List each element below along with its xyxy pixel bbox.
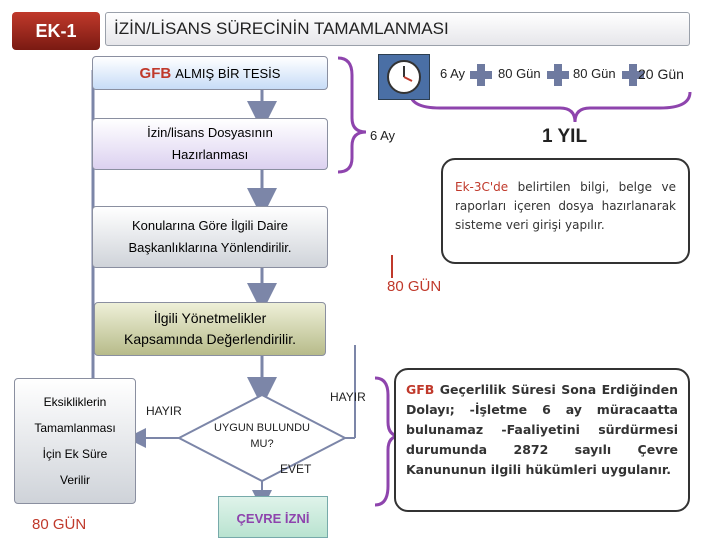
left-box-line1: Eksikliklerin — [43, 395, 107, 409]
info-box-expiry: GFB Geçerlilik Süresi Sona Erdiğinden Do… — [394, 368, 690, 512]
info-bottom-prefix: GFB — [406, 382, 435, 397]
six-month-label-top: 6 Ay — [440, 66, 466, 81]
one-year-brace — [408, 91, 692, 123]
ek-badge: EK-1 — [12, 12, 100, 50]
six-month-label-mid: 6 Ay — [370, 128, 396, 143]
hayir-left-label: HAYIR — [146, 404, 182, 418]
step-evaluation: İlgili Yönetmelikler Kapsamında Değerlen… — [94, 302, 326, 356]
decision-line2: MU? — [250, 438, 274, 450]
six-month-brace — [337, 56, 367, 174]
info-top-text: belirtilen bilgi, belge ve raporları içe… — [455, 180, 676, 232]
step-gfb-facility: GFB ALMIŞ BİR TESİS — [92, 56, 328, 90]
step2-line1: İzin/lisans Dosyasının — [147, 125, 273, 140]
eighty-days-mid: 80 GÜN — [387, 278, 442, 295]
info-bottom-text: Geçerlilik Süresi Sona Erdiğinden Dolayı… — [406, 382, 678, 477]
plus-icon — [547, 64, 569, 86]
step-file-preparation: İzin/lisans Dosyasının Hazırlanması — [92, 118, 328, 170]
clock-icon — [378, 54, 430, 100]
step3-line2: Başkanlıklarına Yönlendirilir. — [128, 240, 292, 255]
eighty-days-bottom: 80 GÜN — [32, 516, 87, 533]
step4-line2: Kapsamında Değerlendirilir. — [124, 331, 296, 347]
left-box-line2: Tamamlanması — [34, 421, 116, 435]
page-title: İZİN/LİSANS SÜRECİNİN TAMAMLANMASI — [105, 12, 690, 46]
decision-question: UYGUN BULUNDU MU? — [200, 420, 324, 452]
info-box-data-entry: Ek-3C'de belirtilen bilgi, belge ve rapo… — [441, 158, 690, 264]
step4-line1: İlgili Yönetmelikler — [153, 310, 267, 326]
hayir-right-label: HAYIR — [330, 390, 366, 404]
plus-icon — [470, 64, 492, 86]
eighty-days-b: 80 Gün — [573, 66, 616, 81]
step1-text: ALMIŞ BİR TESİS — [175, 65, 281, 81]
eighty-days-a: 80 Gün — [498, 66, 541, 81]
plus-icon — [622, 64, 644, 86]
step2-line2: Hazırlanması — [171, 147, 249, 162]
step-routing-to-departments: Konularına Göre İlgili Daire Başkanlıkla… — [92, 206, 328, 268]
gfb-prefix: GFB — [139, 64, 172, 82]
evet-label: EVET — [280, 462, 312, 476]
step3-line1: Konularına Göre İlgili Daire — [131, 218, 289, 233]
left-box-line3: İçin Ek Süre — [42, 447, 108, 461]
box-additional-time: Eksikliklerin Tamamlanması İçin Ek Süre … — [14, 378, 136, 504]
decision-line1: UYGUN BULUNDU — [214, 422, 310, 434]
one-year-label: 1 YIL — [542, 126, 588, 147]
twenty-days: 20 Gün — [638, 66, 684, 82]
info-top-prefix: Ek-3C'de — [455, 180, 509, 194]
certificate-label: ÇEVRE İZNİ — [236, 511, 310, 526]
left-box-line4: Verilir — [59, 473, 90, 487]
environment-permit-certificate-icon: ÇEVRE İZNİ — [218, 496, 328, 538]
